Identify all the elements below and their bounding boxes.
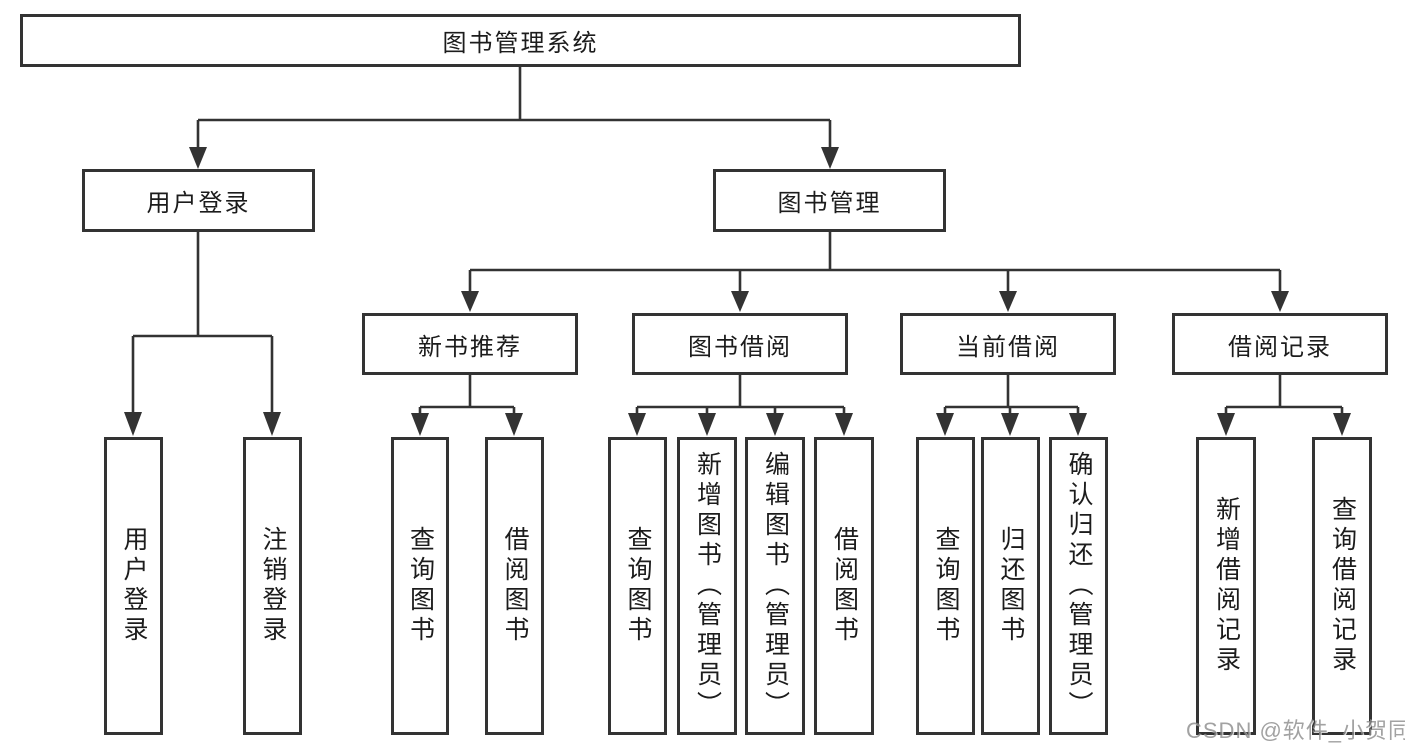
leaf-add-borrow-record-label: 新增借阅记录 [1212,496,1241,676]
leaf-user-login-label: 用户登录 [120,526,148,646]
node-borrow-records: 借阅记录 [1172,313,1388,375]
leaf-add-book-admin-label: 新增图书（管理员） [693,451,722,721]
leaf-borrow-books-recommend-label: 借阅图书 [501,526,529,646]
leaf-logout-label: 注销登录 [259,526,287,646]
node-new-book-recommend-label: 新书推荐 [418,333,522,361]
leaf-edit-book-admin: 编辑图书（管理员） [745,437,805,735]
leaf-return-book: 归还图书 [981,437,1040,735]
csdn-watermark: CSDN @软件_小贺同学 [1186,718,1405,743]
node-root-label: 图书管理系统 [442,30,599,57]
leaf-logout: 注销登录 [243,437,302,735]
leaf-user-login: 用户登录 [104,437,163,735]
leaf-query-borrow-record-label: 查询借阅记录 [1328,496,1357,676]
leaf-borrow-books: 借阅图书 [814,437,874,735]
leaf-borrow-books-recommend: 借阅图书 [485,437,544,735]
leaf-query-books-recommend-label: 查询图书 [406,526,435,646]
leaf-confirm-return-admin: 确认归还（管理员） [1049,437,1108,735]
leaf-query-books-borrow: 查询图书 [608,437,667,735]
node-current-borrow: 当前借阅 [900,313,1116,375]
node-book-borrow: 图书借阅 [632,313,848,375]
node-new-book-recommend: 新书推荐 [362,313,578,375]
node-current-borrow-label: 当前借阅 [956,333,1060,361]
leaf-query-books-recommend: 查询图书 [391,437,449,735]
leaf-query-books-borrow-label: 查询图书 [624,526,652,646]
leaf-query-books-current: 查询图书 [916,437,975,735]
leaf-borrow-books-label: 借阅图书 [830,526,859,646]
node-book-borrow-label: 图书借阅 [688,333,792,361]
node-user-login-label: 用户登录 [146,190,251,217]
leaf-confirm-return-admin-label: 确认归还（管理员） [1065,451,1093,721]
leaf-edit-book-admin-label: 编辑图书（管理员） [761,451,790,721]
leaf-return-book-label: 归还图书 [997,526,1025,646]
leaf-add-book-admin: 新增图书（管理员） [677,437,737,735]
node-borrow-records-label: 借阅记录 [1228,333,1332,361]
leaf-query-books-current-label: 查询图书 [932,526,960,646]
leaf-query-borrow-record: 查询借阅记录 [1312,437,1372,735]
node-book-management-label: 图书管理 [777,190,882,217]
node-book-management: 图书管理 [713,169,946,232]
node-user-login: 用户登录 [82,169,315,232]
leaf-add-borrow-record: 新增借阅记录 [1196,437,1256,735]
node-root-library-system: 图书管理系统 [20,14,1021,67]
